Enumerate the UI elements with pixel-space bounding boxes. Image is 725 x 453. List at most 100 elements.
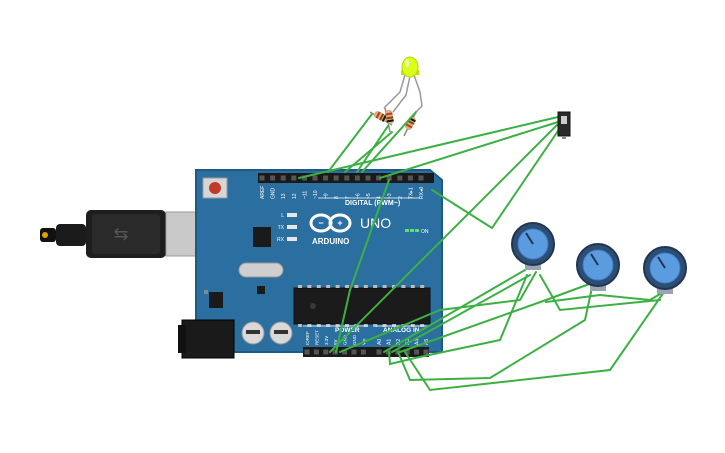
- digital-pin-label: ~3: [387, 193, 393, 199]
- digital-pin-hole[interactable]: [291, 175, 297, 181]
- digital-pin-label: ~6: [355, 193, 361, 199]
- status-led-icon: [287, 237, 297, 241]
- chip-pin: [401, 285, 406, 288]
- power-pin-hole[interactable]: [360, 349, 366, 355]
- digital-pin-hole[interactable]: [301, 175, 307, 181]
- digital-pin-hole[interactable]: [270, 175, 276, 181]
- status-led-label: TX: [278, 225, 285, 231]
- power-pin-label: GND: [343, 334, 348, 345]
- crystal-oscillator: [238, 262, 284, 278]
- switch-toggle[interactable]: [561, 116, 567, 124]
- capacitor-1-mark: [246, 330, 260, 334]
- status-led-label: RX: [277, 237, 285, 243]
- power-pin-label: RESET: [314, 330, 319, 345]
- regulator-pin: [204, 290, 208, 294]
- analog-pin-hole[interactable]: [404, 349, 410, 355]
- analog-pin-hole[interactable]: [414, 349, 420, 355]
- digital-pin-hole[interactable]: [397, 175, 403, 181]
- on-led-icon: [405, 229, 409, 232]
- digital-pin-hole[interactable]: [386, 175, 392, 181]
- digital-pin-hole[interactable]: [365, 175, 371, 181]
- chip-pin: [420, 285, 425, 288]
- status-led-label: L: [281, 213, 284, 219]
- wires[interactable]: [298, 111, 671, 392]
- chip-pin: [316, 324, 321, 327]
- digital-pwm-label: DIGITAL (PWM~): [345, 200, 400, 207]
- chip-pin: [298, 285, 302, 288]
- atmega-microcontroller: [293, 287, 431, 325]
- potentiometers[interactable]: [511, 222, 687, 294]
- power-pin-label: IOREF: [305, 331, 310, 345]
- svg-text:+: +: [337, 218, 342, 228]
- chip-pin: [354, 285, 359, 288]
- chip-pin: [373, 285, 378, 288]
- usb-cable-strain-icon: [42, 232, 48, 238]
- digital-pin-hole[interactable]: [344, 175, 350, 181]
- arduino-logo: − +: [309, 213, 352, 233]
- dc-power-jack[interactable]: [181, 319, 235, 359]
- digital-pin-hole[interactable]: [259, 175, 265, 181]
- power-pin-hole[interactable]: [313, 349, 319, 355]
- chip-pins: [298, 285, 425, 327]
- chip-pin: [307, 285, 312, 288]
- power-pin-label: 3.3V: [324, 336, 329, 345]
- svg-text:−: −: [318, 218, 323, 228]
- power-pin-hole[interactable]: [351, 349, 357, 355]
- capacitor-2-mark: [274, 330, 288, 334]
- chip-pin: [326, 324, 331, 327]
- digital-pin-label: ~11: [302, 191, 308, 199]
- digital-pin-hole[interactable]: [354, 175, 360, 181]
- analog-pin-hole[interactable]: [423, 349, 429, 355]
- resistor-2[interactable]: [384, 107, 394, 133]
- potentiometer-1[interactable]: [511, 222, 555, 270]
- chip-pin: [392, 324, 396, 327]
- usb-cable-boot: [56, 224, 86, 246]
- analog-pin-label: A0: [377, 339, 383, 345]
- on-led-icon-2: [410, 229, 414, 232]
- usb-plug-face: [92, 214, 160, 254]
- digital-pin-hole[interactable]: [376, 175, 382, 181]
- led[interactable]: [401, 56, 419, 78]
- digital-pin-label: ~5: [366, 193, 372, 199]
- digital-pin-hole[interactable]: [312, 175, 318, 181]
- potentiometer-3[interactable]: [643, 246, 687, 294]
- digital-pin-label: 7: [345, 196, 351, 199]
- uno-model-text: UNO: [360, 215, 391, 231]
- digital-pin-hole[interactable]: [280, 175, 286, 181]
- slide-switch[interactable]: [557, 111, 571, 139]
- digital-pin-hole[interactable]: [333, 175, 339, 181]
- digital-pin-label: 8: [334, 196, 340, 199]
- digital-pin-label: GND: [271, 188, 277, 200]
- chip-pin: [382, 285, 387, 288]
- chip-pin: [410, 324, 415, 327]
- power-pin-hole[interactable]: [304, 349, 310, 355]
- potentiometer-pointer-icon: [590, 253, 599, 266]
- chip-pin: [363, 285, 368, 288]
- dc-jack-lip: [178, 325, 186, 353]
- power-header[interactable]: [303, 347, 373, 357]
- on-led-label: ON: [421, 229, 429, 235]
- reset-button-cap[interactable]: [209, 182, 221, 194]
- digital-pin-label: ~10: [313, 190, 319, 199]
- usb-chip: [253, 227, 271, 247]
- chip-pin: [382, 324, 387, 327]
- potentiometer-2[interactable]: [576, 243, 620, 291]
- analog-pin-label: A1: [386, 339, 392, 345]
- digital-pin-hole[interactable]: [323, 175, 329, 181]
- digital-pin-label: 2: [398, 196, 404, 199]
- analog-pin-hole[interactable]: [376, 349, 382, 355]
- led-highlight: [405, 59, 409, 67]
- chip-pin: [307, 324, 312, 327]
- power-pin-hole[interactable]: [323, 349, 329, 355]
- digital-pin-hole[interactable]: [407, 175, 413, 181]
- digital-pin-label: 12: [292, 193, 298, 199]
- analog-pin-label: A4: [415, 339, 421, 345]
- chip-pin: [335, 324, 340, 327]
- potentiometer-pointer-icon: [657, 256, 666, 269]
- power-pin-hole[interactable]: [342, 349, 348, 355]
- digital-pin-hole[interactable]: [418, 175, 424, 181]
- chip-pin: [326, 285, 331, 288]
